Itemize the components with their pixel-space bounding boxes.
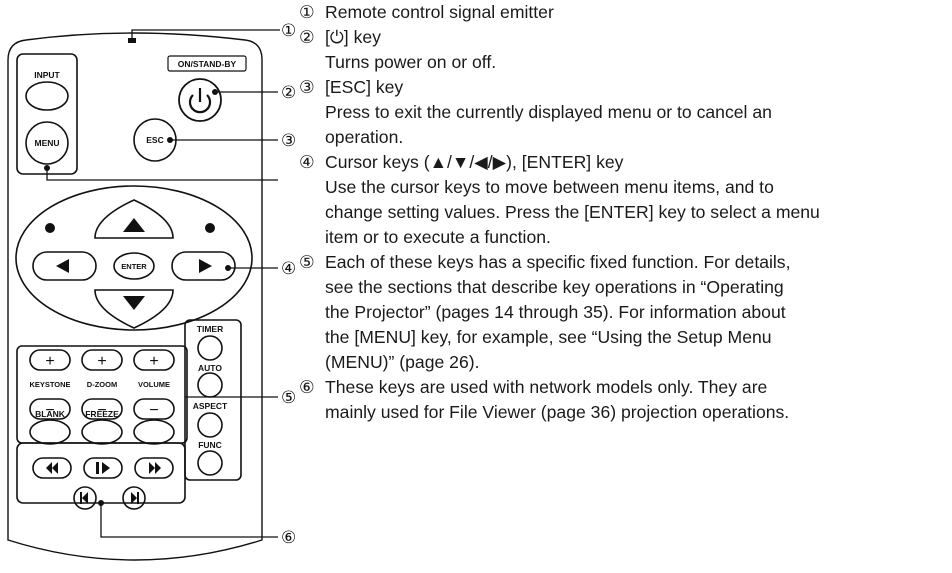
svg-text:+: + [149, 353, 158, 370]
signal-emitter [128, 38, 136, 43]
description-item-6: ⑥ These keys are used with network model… [299, 375, 949, 425]
item-line: see the sections that describe key opera… [325, 277, 784, 297]
item-line: the [MENU] key, for example, see “Using … [325, 327, 772, 347]
cursor-up-key [94, 199, 174, 239]
description-item-4: ④ Cursor keys (▲/▼/◀/▶), [ENTER] key Use… [299, 150, 949, 250]
callout-1: ① [281, 21, 296, 40]
cursor-right-key [171, 251, 236, 281]
dzoom-minus-key [81, 398, 123, 420]
callout-6: ⑥ [281, 528, 296, 547]
func-key [197, 450, 223, 476]
description-item-1: ① Remote control signal emitter [299, 0, 949, 25]
callout-5: ⑤ [281, 388, 296, 407]
keystone-label: KEYSTONE [29, 380, 70, 389]
timer-key [197, 335, 223, 361]
freeze-label: FREEZE [85, 409, 119, 419]
timer-label: TIMER [197, 324, 223, 334]
item-number: ① [299, 2, 315, 22]
item-line: mainly used for File Viewer (page 36) pr… [325, 402, 790, 422]
on-standby-label: ON/STAND-BY [178, 59, 237, 69]
func-label: FUNC [198, 440, 222, 450]
auto-label: AUTO [198, 363, 222, 373]
item-line: [⏻] key [325, 27, 381, 47]
power-icon [188, 88, 212, 114]
svg-text:−: − [149, 402, 158, 419]
item-number: ③ [299, 77, 315, 97]
callout-3: ③ [281, 131, 296, 150]
item-number: ② [299, 27, 315, 47]
aspect-label: ASPECT [193, 401, 228, 411]
svg-text:−: − [45, 402, 54, 419]
item-line: Cursor keys (▲/▼/◀/▶), [ENTER] key [325, 152, 624, 172]
item-line: These keys are used with network models … [325, 377, 768, 397]
item-line: Remote control signal emitter [325, 2, 554, 22]
svg-text:−: − [97, 402, 106, 419]
menu-label: MENU [34, 138, 59, 148]
item-line: Use the cursor keys to move between menu… [325, 177, 774, 197]
key-descriptions: ① Remote control signal emitter ② [⏻] ke… [299, 0, 949, 425]
prev-key [73, 486, 97, 510]
callout-4: ④ [281, 259, 296, 278]
item-line: change setting values. Press the [ENTER]… [325, 202, 820, 222]
auto-key [197, 372, 223, 398]
item-line: Each of these keys has a specific fixed … [325, 252, 791, 272]
volume-minus-key [133, 398, 175, 420]
callout-2: ② [281, 83, 296, 102]
next-key [122, 486, 146, 510]
forward-key [134, 457, 174, 479]
picture-key [133, 419, 175, 445]
network-keys-frame [16, 442, 186, 504]
keystone-minus-key [29, 398, 71, 420]
menu-button [25, 121, 69, 165]
item-line: Press to exit the currently displayed me… [325, 102, 772, 122]
cursor-down-key [94, 289, 174, 329]
description-item-5: ⑤ Each of these keys has a specific fixe… [299, 250, 949, 375]
esc-label: ESC [146, 135, 163, 145]
item-line: (MENU)” (page 26). [325, 352, 480, 372]
item-number: ⑥ [299, 377, 315, 397]
freeze-key [81, 419, 123, 445]
item-line: item or to execute a function. [325, 227, 551, 247]
item-line: the Projector” (pages 14 through 35). Fo… [325, 302, 786, 322]
play-pause-key [83, 457, 123, 479]
dzoom-label: D-ZOOM [87, 380, 117, 389]
description-item-3: ③ [ESC] key Press to exit the currently … [299, 75, 949, 150]
input-button [25, 81, 69, 111]
description-item-2: ② [⏻] key Turns power on or off. [299, 25, 949, 75]
aspect-key [197, 412, 223, 438]
volume-plus-key [133, 349, 175, 371]
item-number: ⑤ [299, 252, 315, 272]
volume-label: VOLUME [138, 380, 170, 389]
rewind-key [32, 457, 72, 479]
input-label: INPUT [34, 70, 60, 80]
enter-key [113, 252, 155, 280]
dzoom-plus-key [81, 349, 123, 371]
svg-text:+: + [97, 353, 106, 370]
blank-label: BLANK [35, 409, 66, 419]
item-line: [ESC] key [325, 77, 404, 97]
right-column-frame [184, 319, 242, 481]
cursor-left-key [32, 251, 97, 281]
item-line: operation. [325, 127, 404, 147]
item-number: ④ [299, 152, 315, 172]
enter-label: ENTER [121, 262, 147, 271]
keystone-plus-key [29, 349, 71, 371]
remote-outline [7, 32, 263, 561]
power-button [178, 78, 222, 122]
blank-key [29, 419, 71, 445]
item-line: Turns power on or off. [325, 52, 497, 72]
remote-control-diagram: ① ② ③ ④ ⑤ ⑥ INPUT MENU ON/STAND-BY ESC E… [7, 21, 296, 561]
cursor-pad-frame [15, 185, 253, 331]
svg-text:+: + [45, 353, 54, 370]
